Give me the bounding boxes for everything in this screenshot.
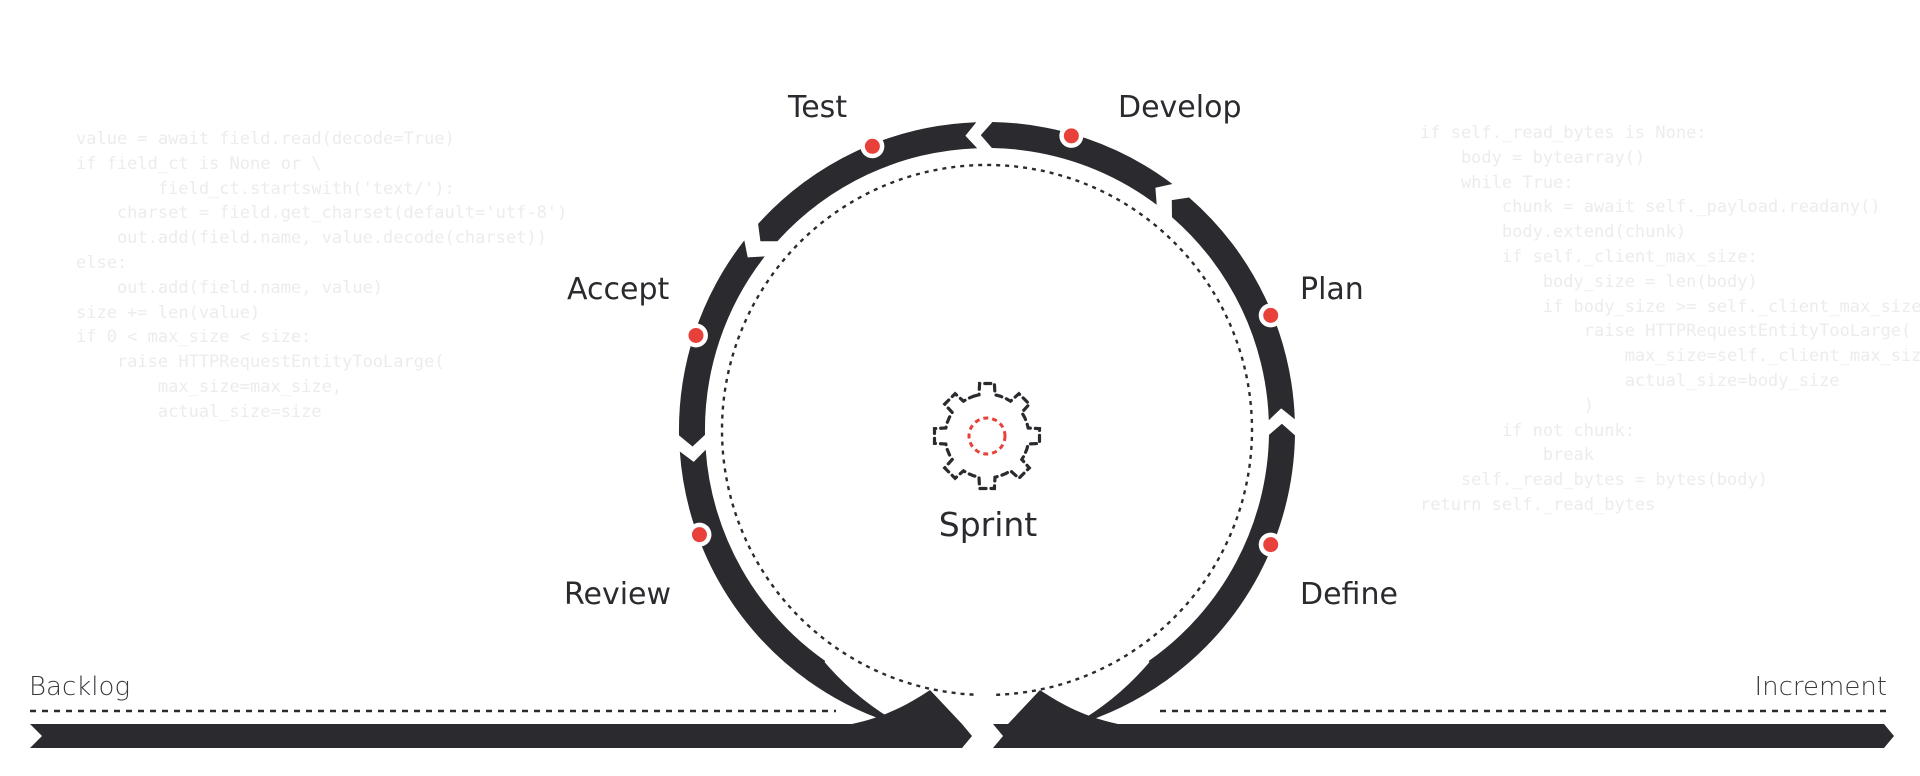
code-line: ) bbox=[1420, 395, 1594, 416]
backlog-label: Backlog bbox=[29, 672, 130, 702]
code-line: else: bbox=[76, 252, 128, 273]
phase-label-define: Define bbox=[1300, 577, 1398, 612]
ring-segment-review bbox=[679, 449, 826, 683]
code-line: out.add(field.name, value) bbox=[76, 277, 384, 298]
marker-dot-plan bbox=[1263, 307, 1279, 323]
marker-dot-accept bbox=[688, 327, 704, 343]
code-line: body_size = len(body) bbox=[1420, 271, 1758, 292]
increment-label: Increment bbox=[1754, 672, 1887, 702]
marker-dot-develop bbox=[1063, 128, 1079, 144]
code-line: actual_size=body_size bbox=[1420, 370, 1840, 391]
ring-segment-develop bbox=[980, 122, 1173, 205]
marker-dot-define bbox=[1263, 537, 1279, 553]
code-line: body.extend(chunk) bbox=[1420, 222, 1687, 243]
backlog-track-bar bbox=[30, 724, 972, 748]
increment-ring-join bbox=[1008, 690, 1118, 724]
phase-label-develop: Develop bbox=[1118, 90, 1242, 125]
ring-segments bbox=[678, 122, 1295, 732]
phase-label-accept: Accept bbox=[567, 272, 669, 307]
code-line: self._read_bytes = bytes(body) bbox=[1420, 470, 1768, 491]
code-line: size += len(value) bbox=[76, 302, 261, 323]
ring-segment-plan bbox=[1171, 197, 1295, 421]
code-line: return self._read_bytes bbox=[1420, 494, 1656, 515]
code-line: actual_size=size bbox=[76, 401, 322, 422]
marker-dot-review bbox=[691, 527, 707, 543]
code-line: if field_ct is None or \ bbox=[76, 153, 322, 174]
code-line: if 0 < max_size < size: bbox=[76, 327, 312, 348]
phase-label-test: Test bbox=[787, 90, 847, 125]
code-line: if self._client_max_size: bbox=[1420, 246, 1758, 267]
code-line: if not chunk: bbox=[1420, 420, 1635, 441]
phase-label-plan: Plan bbox=[1300, 272, 1364, 307]
code-line: field_ct.startswith('text/'): bbox=[76, 178, 455, 199]
phase-markers bbox=[683, 123, 1283, 557]
code-line: chunk = await self._payload.readany() bbox=[1420, 197, 1881, 218]
code-line: break bbox=[1420, 445, 1594, 466]
phase-label-review: Review bbox=[564, 577, 671, 612]
backlog-ring-join bbox=[852, 690, 962, 724]
inner-dotted-ring-path bbox=[720, 163, 1254, 696]
code-line: raise HTTPRequestEntityTooLarge( bbox=[1420, 321, 1912, 342]
code-line: charset = field.get_charset(default='utf… bbox=[76, 203, 568, 224]
ring-segment-accept bbox=[678, 240, 765, 447]
gear-icon bbox=[932, 381, 1042, 491]
code-line: max_size=max_size, bbox=[76, 376, 343, 397]
gear-outline bbox=[932, 381, 1042, 491]
code-line: body = bytearray() bbox=[1420, 147, 1646, 168]
code-line: if self._read_bytes is None: bbox=[1420, 123, 1707, 143]
code-line: while True: bbox=[1420, 172, 1574, 193]
code-line: out.add(field.name, value.decode(charset… bbox=[76, 228, 547, 249]
marker-dot-test bbox=[864, 138, 880, 154]
code-line: value = await field.read(decode=True) bbox=[76, 129, 455, 149]
code-line: raise HTTPRequestEntityTooLarge( bbox=[76, 352, 445, 373]
sprint-label: Sprint bbox=[939, 505, 1038, 544]
code-line: max_size=self._client_max_size, bbox=[1420, 346, 1920, 367]
increment-track-bar bbox=[993, 724, 1894, 748]
ring-segment-test bbox=[758, 122, 978, 242]
inner-dotted-ring bbox=[720, 163, 1254, 696]
gear-center-circle bbox=[967, 416, 1007, 456]
background-code-right: if self._read_bytes is None: body = byte… bbox=[1420, 121, 1920, 518]
code-line: if body_size >= self._client_max_size: bbox=[1420, 296, 1920, 317]
background-code-left: value = await field.read(decode=True) if … bbox=[76, 127, 567, 425]
